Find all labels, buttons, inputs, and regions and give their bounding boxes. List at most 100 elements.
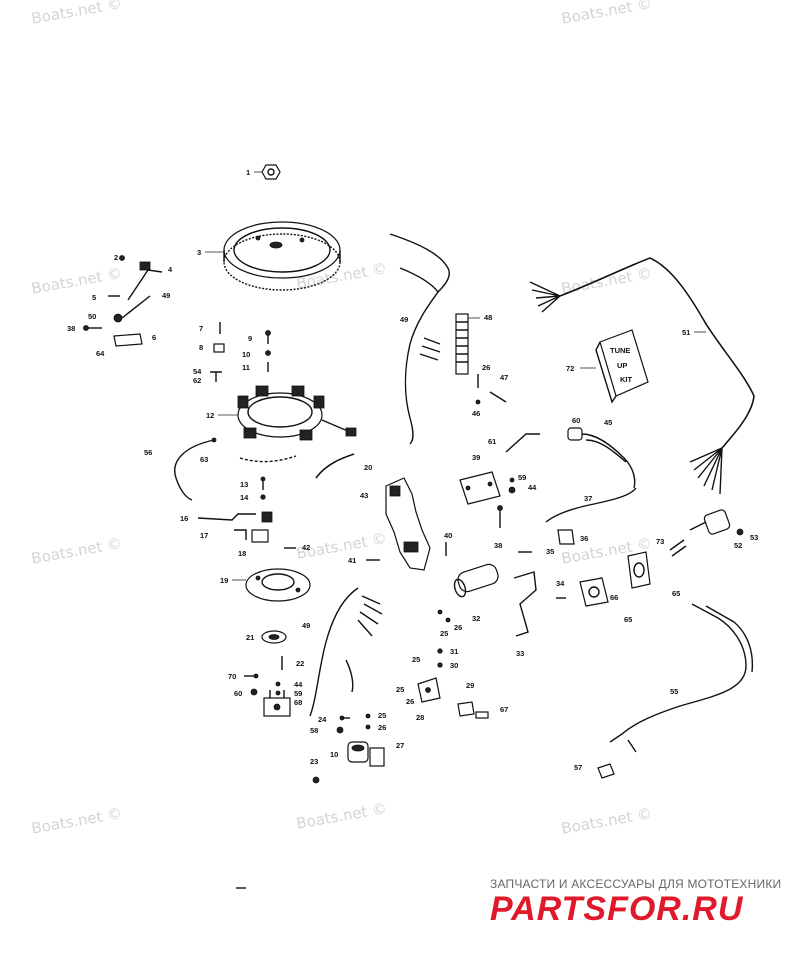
part-66-plate[interactable] — [627, 551, 651, 589]
part-46-washer[interactable] — [475, 399, 481, 405]
part-17-clip[interactable] — [234, 529, 247, 540]
ref-59a: 59 — [294, 689, 302, 698]
ref-68: 68 — [294, 698, 302, 707]
part-21-bushing[interactable] — [261, 630, 287, 644]
part-63-wire[interactable] — [239, 455, 297, 463]
part-3-flywheel[interactable] — [223, 221, 341, 291]
part-26-washer[interactable] — [365, 724, 371, 730]
part-73-key[interactable] — [669, 539, 687, 557]
part-68-solenoid[interactable] — [263, 690, 291, 717]
ref-18: 18 — [238, 549, 246, 558]
part-30-washer[interactable] — [437, 662, 443, 668]
part-38-bolt[interactable] — [497, 505, 503, 529]
ref-4: 4 — [168, 265, 173, 274]
part-19-trigger-plate[interactable] — [245, 568, 311, 602]
part-37-wire[interactable] — [545, 487, 637, 523]
kit-label-line2: UP — [617, 361, 627, 370]
part-59-nut[interactable] — [275, 690, 281, 696]
part-9-screw[interactable] — [265, 330, 271, 345]
part-10-washer[interactable] — [265, 350, 271, 356]
part-20-hose[interactable] — [315, 453, 355, 479]
part-50-washer[interactable] — [113, 313, 123, 323]
part-49-harness-upper[interactable] — [389, 233, 450, 445]
ref-31: 31 — [450, 647, 458, 656]
part-27-relay[interactable] — [369, 747, 385, 767]
ref-28: 28 — [416, 713, 424, 722]
part-52-ignition-switch[interactable] — [689, 509, 731, 535]
part-18-sensor[interactable] — [251, 511, 273, 543]
ref-11: 11 — [242, 363, 250, 372]
part-2-screw[interactable] — [119, 255, 125, 261]
part-31-screw[interactable] — [437, 648, 443, 654]
ref-36: 36 — [580, 534, 588, 543]
part-14-washer[interactable] — [260, 494, 266, 500]
part-49-harness-lower[interactable] — [309, 587, 383, 717]
ref-61: 61 — [488, 437, 496, 446]
part-36-connector[interactable] — [557, 529, 575, 545]
part-13-screw[interactable] — [260, 476, 266, 490]
part-6-clamp[interactable] — [113, 333, 143, 347]
part-59-washer[interactable] — [509, 477, 515, 483]
part-55-cable[interactable] — [609, 603, 754, 753]
part-51-harness[interactable] — [529, 257, 755, 495]
ref-42: 42 — [302, 543, 310, 552]
part-39-module[interactable] — [459, 471, 501, 505]
part-44-washer[interactable] — [275, 681, 281, 687]
ref-22: 22 — [296, 659, 304, 668]
kit-label-line1: TUNE — [610, 346, 630, 355]
part-23-nut[interactable] — [312, 776, 320, 784]
part-38-screw[interactable] — [83, 325, 103, 331]
part-57-terminal[interactable] — [597, 763, 615, 779]
footer-logo[interactable]: PARTSFOR.RU — [490, 890, 744, 928]
part-25-screw[interactable] — [437, 609, 443, 615]
ref-58: 58 — [310, 726, 318, 735]
part-60-nut[interactable] — [250, 688, 258, 696]
part-28-bracket[interactable] — [417, 677, 441, 703]
part-53-nut[interactable] — [736, 528, 744, 536]
ref-19: 19 — [220, 576, 228, 585]
part-25-washer[interactable] — [365, 713, 371, 719]
part-70-screw[interactable] — [244, 673, 259, 679]
part-16-wire[interactable] — [197, 513, 256, 521]
part-8-spacer[interactable] — [213, 343, 225, 353]
ref-35: 35 — [546, 547, 554, 556]
part-61-plug-cap[interactable] — [505, 433, 540, 453]
ref-73: 73 — [656, 537, 664, 546]
ref-53: 53 — [750, 533, 758, 542]
ref-49a: 49 — [162, 291, 170, 300]
part-44-nut[interactable] — [508, 486, 516, 494]
part-24-screw[interactable] — [339, 715, 350, 721]
ref-25d: 25 — [396, 685, 404, 694]
ref-25c: 25 — [412, 655, 420, 664]
ref-29: 29 — [466, 681, 474, 690]
part-45-wire[interactable] — [581, 433, 636, 489]
part-72-tune-up-kit[interactable]: TUNE UP KIT — [595, 329, 649, 404]
part-1-flywheel-nut[interactable] — [261, 164, 281, 180]
ref-26a: 26 — [482, 363, 490, 372]
ref-8: 8 — [199, 343, 203, 352]
part-10-coil[interactable] — [347, 741, 369, 763]
part-26-washer-b[interactable] — [445, 617, 451, 623]
ref-23: 23 — [310, 757, 318, 766]
part-65-plate[interactable] — [579, 577, 609, 607]
part-56-wire[interactable] — [174, 437, 217, 501]
part-67-pad[interactable] — [475, 711, 489, 719]
part-33-clamp[interactable] — [513, 571, 537, 637]
part-29-sensor[interactable] — [457, 701, 475, 717]
ref-30: 30 — [450, 661, 458, 670]
part-47-screw[interactable] — [489, 391, 507, 403]
part-12-stator[interactable] — [237, 385, 357, 441]
ref-10b: 10 — [330, 750, 338, 759]
part-54-terminal[interactable] — [210, 371, 222, 382]
part-58-washer[interactable] — [336, 726, 344, 734]
ref-9: 9 — [248, 334, 252, 343]
part-60-boot[interactable] — [567, 427, 583, 441]
part-48-terminal-block[interactable] — [455, 313, 469, 375]
ref-56: 56 — [144, 448, 152, 457]
part-32-coil[interactable] — [452, 562, 500, 598]
part-43-bracket[interactable] — [385, 477, 431, 571]
ref-21: 21 — [246, 633, 254, 642]
part-49-cable-left[interactable] — [121, 261, 163, 319]
ref-57: 57 — [574, 763, 582, 772]
